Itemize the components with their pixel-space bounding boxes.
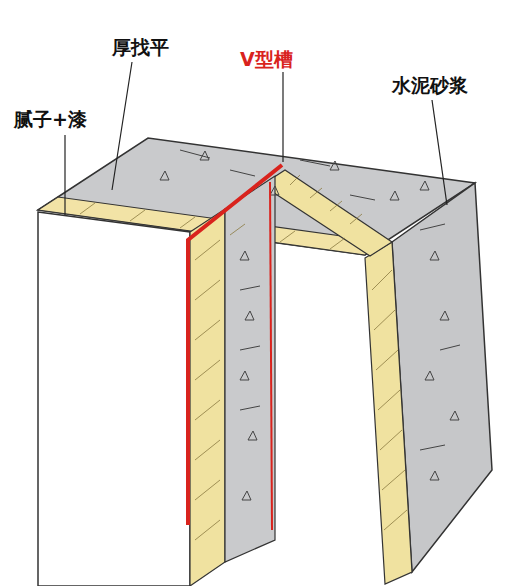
jamb-leveling — [190, 209, 225, 586]
leveling-hatch — [80, 175, 407, 540]
jamb-mortar — [225, 176, 275, 562]
layer-label: V型槽 — [240, 48, 293, 70]
leader-lines — [65, 62, 447, 215]
right-leveling-band — [365, 242, 412, 584]
layer-label: 水泥砂浆 — [392, 74, 468, 96]
front-face — [38, 212, 190, 586]
soffit-band — [262, 170, 392, 256]
mortar-symbols — [160, 150, 460, 500]
v-groove — [188, 165, 282, 525]
v-groove-edge — [270, 182, 272, 530]
layer-label: 腻子+漆 — [14, 108, 87, 130]
layer-label: 厚找平 — [112, 36, 169, 58]
